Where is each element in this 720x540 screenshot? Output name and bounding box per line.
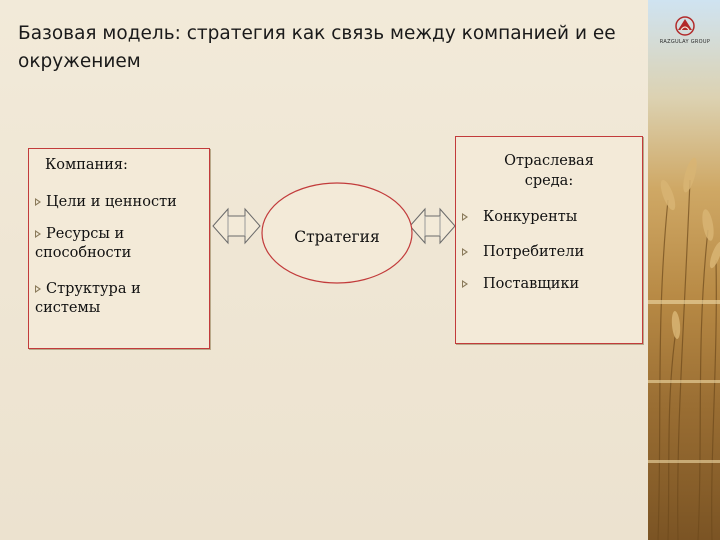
strategy-label: Стратегия	[294, 228, 380, 246]
slide-title: Базовая модель: стратегия как связь межд…	[18, 23, 616, 72]
wheat-stalks-image	[648, 157, 720, 540]
industry-item-text: Потребители	[483, 244, 585, 260]
bullet-icon	[35, 229, 42, 238]
bullet-icon	[462, 247, 469, 256]
bullet-icon	[462, 279, 469, 288]
company-item: Структура и системы	[35, 280, 185, 318]
industry-item-text: Поставщики	[483, 276, 580, 292]
company-heading: Компания:	[45, 157, 128, 173]
company-item: Цели и ценности	[35, 193, 207, 212]
industry-item: Конкуренты	[462, 208, 640, 227]
logo-emblem-icon	[675, 16, 695, 36]
wheat-photo-strip	[648, 0, 720, 540]
industry-item: Потребители	[462, 243, 640, 262]
bullet-icon	[35, 197, 42, 206]
logo-text: RAZGULAY GROUP	[659, 39, 711, 45]
bullet-icon	[462, 212, 469, 221]
company-logo: RAZGULAY GROUP	[652, 14, 718, 50]
industry-box: Отраслевая среда: Конкуренты Потребители…	[455, 136, 643, 344]
industry-item: Поставщики	[462, 275, 640, 294]
industry-item-text: Конкуренты	[483, 209, 578, 225]
company-item-text: Структура и системы	[35, 281, 141, 316]
right-double-arrow	[409, 207, 456, 245]
company-item-text: Цели и ценности	[46, 194, 177, 210]
industry-heading: Отраслевая среда:	[504, 153, 594, 189]
company-item-text: Ресурсы и способности	[35, 226, 132, 261]
strategy-ellipse	[261, 182, 413, 284]
company-item: Ресурсы и способности	[35, 225, 155, 263]
company-box: Компания: Цели и ценности Ресурсы и спос…	[28, 148, 210, 349]
left-double-arrow	[212, 207, 261, 245]
bullet-icon	[35, 284, 42, 293]
